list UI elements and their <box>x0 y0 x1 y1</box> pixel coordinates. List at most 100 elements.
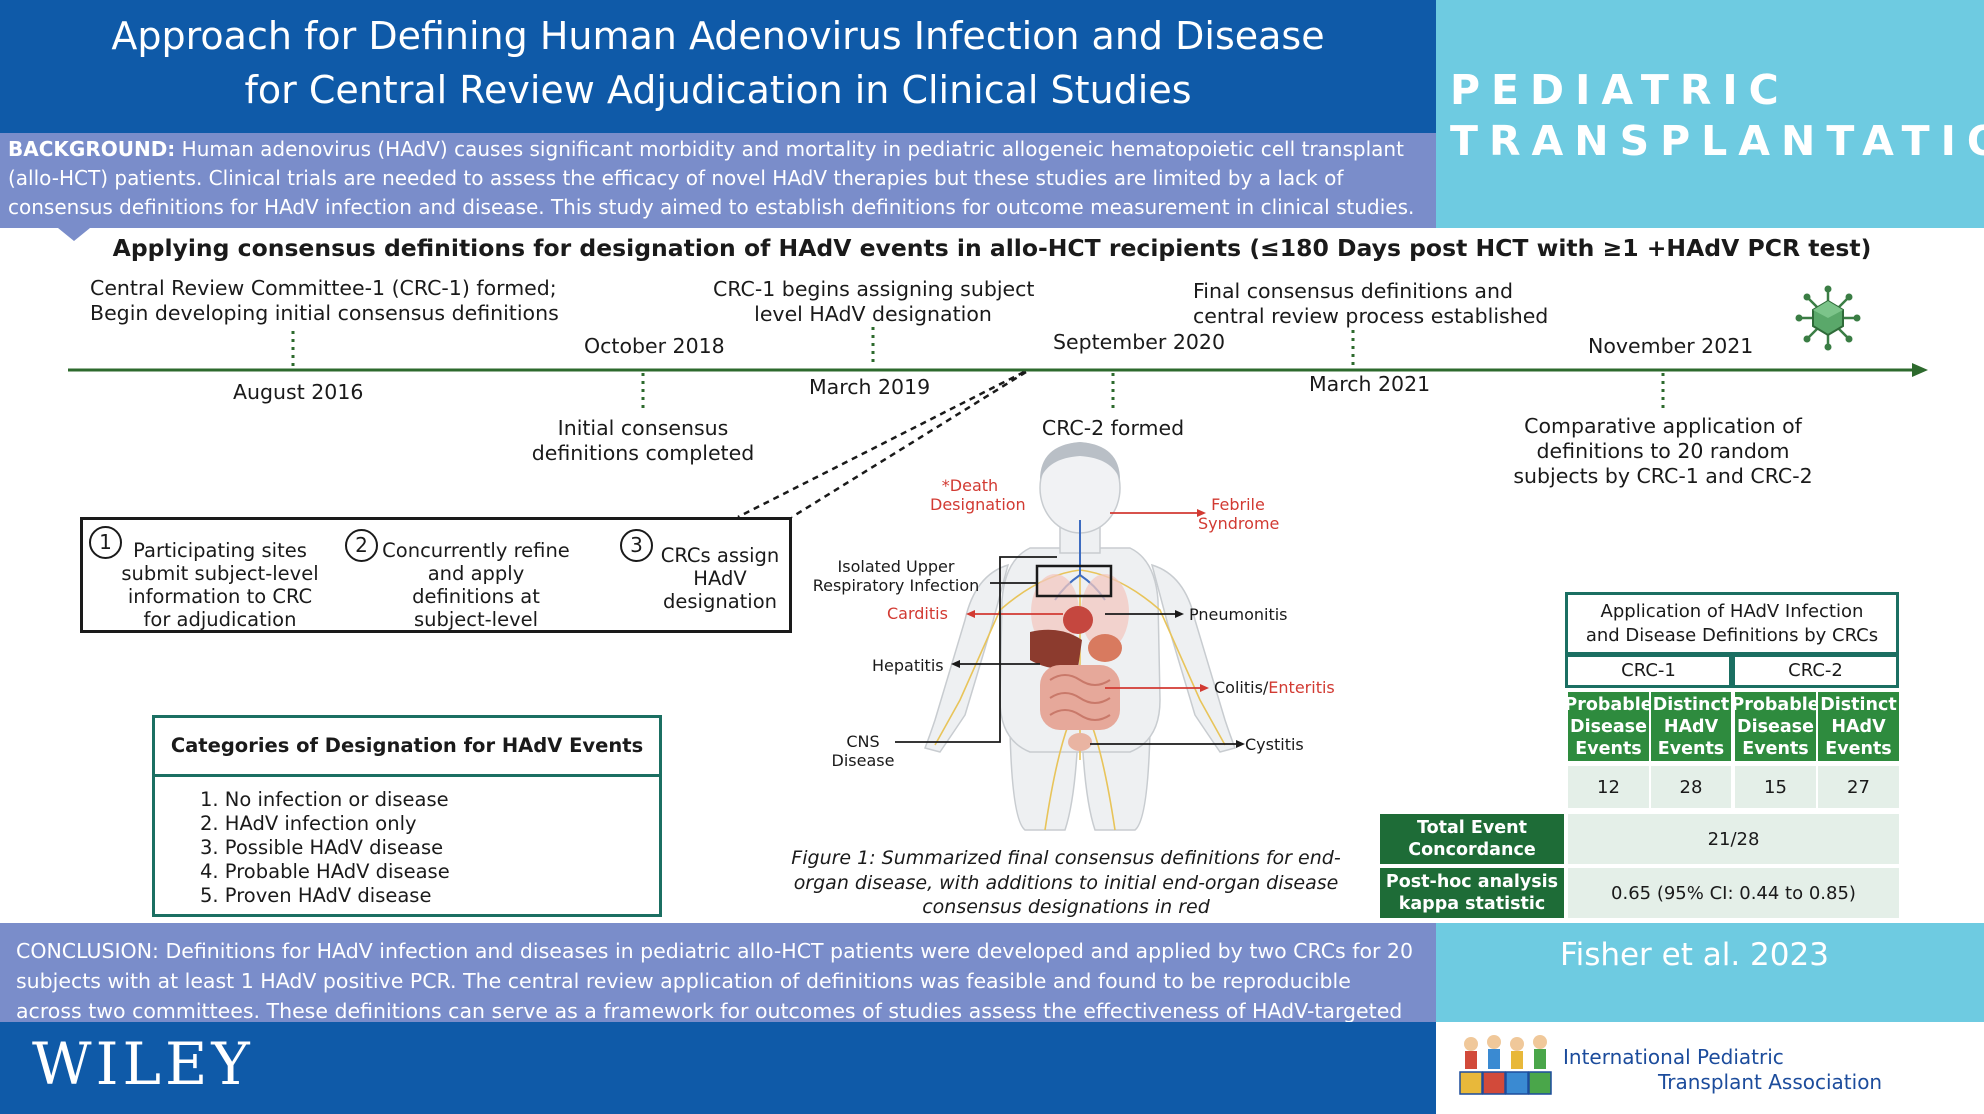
event-mar2019-line1: CRC-1 begins assigning subject <box>713 277 1035 301</box>
table-title-line2: and Disease Definitions by CRCs <box>1585 624 1879 646</box>
row-header-line: Total Event <box>1417 818 1527 838</box>
background-text: Human adenovirus (HAdV) causes significa… <box>8 137 1415 219</box>
row-header-line: kappa statistic <box>1398 894 1546 914</box>
label-uri-line1: Isolated Upper <box>837 557 955 576</box>
step-2-line1: Concurrently refine <box>382 539 570 562</box>
event-nov2021-text: Comparative application of definitions t… <box>1503 414 1823 489</box>
col-header-line: Events <box>1742 738 1809 759</box>
event-oct2018-line1: Initial consensus <box>557 416 729 440</box>
col-header-line: Events <box>1825 738 1892 759</box>
label-death-designation: *Death Designation <box>930 476 1026 514</box>
event-nov2021-line1: Comparative application of <box>1524 414 1802 438</box>
row-header-line: Post-hoc analysis <box>1385 872 1559 892</box>
label-colitis-enteritis: Colitis/Enteritis <box>1214 678 1335 697</box>
journal-banner: PEDIATRIC TRANSPLANTATION <box>1436 0 1984 228</box>
category-item: 1. No infection or disease <box>200 788 449 811</box>
background-label: BACKGROUND: <box>8 137 176 161</box>
human-body-figure <box>924 442 1236 831</box>
event-mar2021-line2: central review process established <box>1193 304 1549 328</box>
step-2-text: Concurrently refine and apply definition… <box>376 539 576 631</box>
event-aug2016-text: Central Review Committee-1 (CRC-1) forme… <box>90 276 559 326</box>
col-header-line: Probable <box>1564 694 1653 715</box>
table-cell-value: 15 <box>1735 766 1816 808</box>
label-febrile-line2: Syndrome <box>1198 514 1280 533</box>
header-banner: Approach for Defining Human Adenovirus I… <box>0 0 1436 133</box>
label-cns-line1: CNS <box>846 732 880 751</box>
label-pneumonitis: Pneumonitis <box>1189 605 1288 624</box>
step-1-line3: information to CRC <box>127 585 313 608</box>
event-sep2020-text: CRC-2 formed <box>1041 416 1185 440</box>
table-title-line1: Application of HAdV Infection <box>1600 600 1864 622</box>
step-3-number: 3 <box>620 529 653 562</box>
footer-bar <box>0 1022 1436 1114</box>
date-oct2018: October 2018 <box>584 334 725 358</box>
event-aug2016-line2: Begin developing initial consensus defin… <box>90 301 559 325</box>
categories-title: Categories of Designation for HAdV Event… <box>152 715 662 777</box>
event-nov2021-line3: subjects by CRC-1 and CRC-2 <box>1513 464 1813 488</box>
category-item: 4. Probable HAdV disease <box>200 860 450 883</box>
connector-line-2 <box>791 370 1027 519</box>
step-2-number: 2 <box>345 529 378 562</box>
col-header-line: HAdV <box>1831 716 1886 737</box>
journal-name-line-2: TRANSPLANTATION <box>1450 117 1984 165</box>
journal-name-line-1: PEDIATRIC <box>1450 66 1790 114</box>
event-mar2019-text: CRC-1 begins assigning subject level HAd… <box>713 277 1035 327</box>
category-item: 5. Proven HAdV disease <box>200 884 432 907</box>
figure-caption-line1: Figure 1: Summarized final consensus def… <box>791 847 1341 869</box>
table-cell-value: 27 <box>1818 766 1899 808</box>
col-header-line: Distinct <box>1652 694 1730 715</box>
category-item: 3. Possible HAdV disease <box>200 836 444 859</box>
categories-list: 1. No infection or disease 2. HAdV infec… <box>152 777 662 917</box>
date-nov2021: November 2021 <box>1588 334 1754 358</box>
event-oct2018-line2: definitions completed <box>531 441 755 465</box>
figure-arrows <box>895 509 1245 748</box>
wiley-logo: WILEY <box>32 1030 254 1098</box>
date-mar2021: March 2021 <box>1309 372 1431 396</box>
label-death-line2: Designation <box>930 495 1026 514</box>
col-header-line: Events <box>1575 738 1642 759</box>
step-2-line3: definitions at <box>412 585 540 608</box>
label-cystitis: Cystitis <box>1245 735 1304 754</box>
kappa-value: 0.65 (95% CI: 0.44 to 0.85) <box>1568 868 1899 918</box>
background-pointer <box>58 228 90 241</box>
label-enteritis: Enteritis <box>1268 678 1335 697</box>
citation-box <box>1436 923 1984 1022</box>
label-carditis: Carditis <box>887 604 948 623</box>
col-header-line: Disease <box>1737 716 1814 737</box>
section-subtitle: Applying consensus definitions for desig… <box>112 234 1872 262</box>
label-death-line1: *Death <box>941 476 999 495</box>
step-1-line2: submit subject-level <box>121 562 319 585</box>
conclusion-section: CONCLUSION: Definitions for HAdV infecti… <box>0 923 1436 1053</box>
event-oct2018-text: Initial consensus definitions completed <box>523 416 763 466</box>
step-1-line4: for adjudication <box>143 608 297 631</box>
connector-line-1 <box>737 370 1025 519</box>
table-header-crc2: CRC-2 <box>1732 654 1899 688</box>
virus-icon <box>1795 285 1861 351</box>
event-mar2019-line2: level HAdV designation <box>754 302 992 326</box>
figure-caption-line3: consensus designations in red <box>922 896 1210 918</box>
label-cns-disease: CNS Disease <box>828 732 898 770</box>
event-mar2021-text: Final consensus definitions and central … <box>1193 279 1549 329</box>
row-header-line: Concordance <box>1408 840 1536 860</box>
step-3-text: CRCs assign HAdV designation <box>655 544 785 613</box>
table-cell-value: 28 <box>1651 766 1731 808</box>
step-3-line3: designation <box>663 590 777 613</box>
event-mar2021-line1: Final consensus definitions and <box>1193 279 1513 303</box>
upper-respiratory-box <box>1035 564 1113 598</box>
label-colitis: Colitis/ <box>1214 678 1269 697</box>
ipta-name: International Pediatric Transplant Assoc… <box>1563 1045 1882 1095</box>
step-1-text: Participating sites submit subject-level… <box>120 539 320 631</box>
event-nov2021-line2: definitions to 20 random <box>1536 439 1790 463</box>
table-header-crc1: CRC-1 <box>1565 654 1732 688</box>
label-uri: Isolated Upper Respiratory Infection <box>812 557 980 595</box>
label-febrile-line1: Febrile <box>1211 495 1265 514</box>
process-box <box>80 517 792 633</box>
step-1-number: 1 <box>89 526 122 559</box>
